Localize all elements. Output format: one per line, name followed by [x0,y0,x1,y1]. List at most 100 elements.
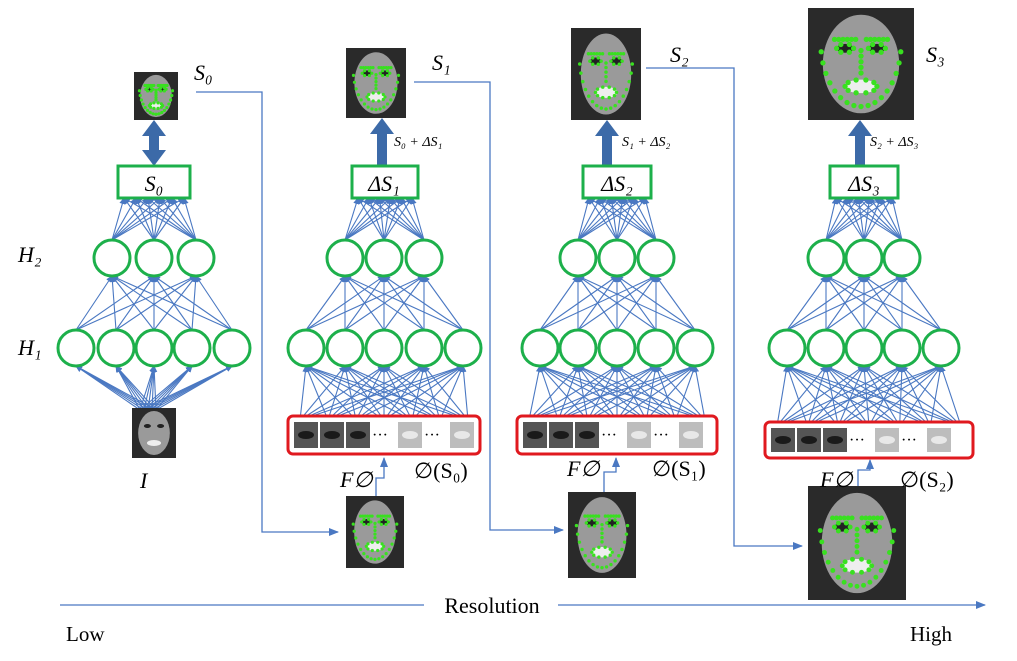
stage0-result-face-mouth [148,102,164,109]
stage2-edge-h2-0-out-4 [577,197,635,241]
stage1-edge-patch-1-h1-4 [327,365,464,421]
stage3-result-face-landmark-17 [831,36,838,43]
stage2-crop-face-mouth [591,547,613,558]
stage1-crop-face-landmark-38 [366,547,370,551]
stage3-h1-node-4 [921,328,961,368]
stage2-crop-face-landmark-49 [607,524,612,528]
stage2-edge-patch-0-h1-2 [528,365,618,421]
stage2-crop-face-landmark-37 [597,555,601,559]
stage2-result-face-landmark-14 [627,79,631,84]
network-connections [75,197,962,427]
stage1-edge-patch-4-h1-0 [305,365,413,421]
stage2-crop-face-landmark-22 [609,514,613,518]
stage3-patch-feature-1 [801,436,817,444]
stage2-crop-face-landmark-48 [587,524,591,528]
stage2-edge-patch-3-h1-4 [616,365,696,421]
stage2-patch-label: ∅(S₁) [652,456,706,481]
input-face-eye-left [143,424,151,428]
stage3-result-face-landmark-13 [889,80,895,86]
stage1-crop-face-landmark-19 [361,514,365,518]
stage2-crop-face-landmark-44 [595,521,599,525]
stage1-edge-patch-2-h1-2 [355,365,385,421]
stage2-edge-h2-0-out-5 [577,197,646,241]
stage3-crop-face-landmark-54 [843,520,849,526]
stage1-edge-patch-3-h1-0 [305,365,385,421]
stage3-crop-face-landmark-12 [878,568,884,573]
stage0-edge-h1-0-h2-2 [75,275,197,331]
stage1-output-box [350,164,420,200]
stage1-h1-node-2 [364,328,404,368]
stage2-crop-face-landmark-23 [591,514,595,518]
stage2-edge-h1-3-h2-0 [577,275,657,331]
stage2-result-face-landmark-34 [614,90,619,95]
stage1-result-face-landmark-13 [392,93,396,97]
stage2-edge-h1-2-h2-0 [577,275,618,331]
stage1-crop-face-landmark-15 [394,529,398,533]
stage1-crop-face-landmark-20 [378,514,382,518]
stage2-crop-face-landmark-52 [587,518,591,522]
stage0-result-face-landmark-43 [159,102,163,106]
low-label: Low [66,622,105,646]
stage3-crop-face-landmark-14 [887,550,892,555]
stage0-edge-h2-2-out-5 [182,197,197,241]
stage1-result-face-landmark-34 [383,95,387,99]
stage2-patch-feature-3 [631,431,647,439]
stage1-edge-patch-6-h1-2 [383,365,469,421]
stage3-result-face-landmark-7 [851,102,857,109]
stage3-result-face-landmark-39 [842,83,848,90]
stage2-crop-face-landmark-38 [592,553,596,557]
stage2-edge-patch-1-h1-2 [557,365,618,421]
stage3-crop-face-landmark-34 [869,563,875,569]
stage1-edge-h2-2-out-4 [400,197,425,241]
stage1-edge-h1-4-h2-1 [383,275,464,331]
stage0-result-face-landmark-3 [141,102,145,106]
stage2-output-box [581,164,653,200]
stage3-edge-patch-6-h1-0 [786,365,962,427]
stage2-edge-patch-6-h1-0 [539,365,706,421]
stage3-patch-feature-3 [879,436,895,444]
stage1-edge-patch-5-h1-3 [422,365,441,421]
stage2-edge-h2-1-out-3 [616,197,625,241]
stage3-result-face-landmark-31 [858,59,864,65]
stage0-edge-in-4-h1-0 [75,365,157,411]
stage0-shape-label: S₀ [194,60,213,85]
stage0-result-face-landmark-27 [152,83,156,88]
stage1-edge-patch-6-h1-0 [305,365,469,421]
stage3-crop-face-landmark-52 [835,520,841,526]
stage3-result-face-landmark-8 [858,103,864,110]
stage2-crop-face-landmark-39 [590,550,594,554]
stage2-crop-face-landmark-14 [622,540,627,544]
stage0-result-face-landmark-14 [168,98,173,102]
stage0-edge-h1-1-h2-0 [109,275,117,331]
stage2-update-arrow-head-up [595,120,619,136]
stage0-result-face-landmark-7 [151,112,155,116]
stage3-edge-h1-3-h2-0 [825,275,903,331]
stage3-edge-patch-1-h1-0 [786,365,809,427]
stage2-crop-face-landmark-42 [603,545,607,549]
stage3-result-face-landmark-49 [870,49,876,55]
stage1-edge-h2-2-out-3 [389,197,425,241]
stage1-result-face-landmark-22 [382,66,386,70]
stage3-edge-h2-2-out-0 [835,197,903,241]
stage0-edge-h2-1-out-1 [135,197,155,241]
stage1-crop-face-landmark-34 [382,544,386,549]
stage2-result-face-landmark-48 [590,62,595,67]
stage2-edge-patch-2-h1-2 [587,365,618,421]
stage2-h1-node-3 [636,328,676,368]
stage1-result-face-landmark-44 [370,71,374,75]
stage3-crop-face-landmark-15 [889,539,895,545]
stage2-edge-h1-0-h2-0 [539,275,579,331]
stage2-crop-face [568,492,636,578]
stage2-result-face-landmark-2 [581,79,585,84]
stage3-result-face-landmark-6 [844,99,850,106]
stage2-result-face-landmark-42 [607,85,611,89]
stage2-crop-face-landmark-1 [575,532,580,536]
stage1-result-face-landmark-52 [363,69,367,73]
stage1-edge-patch-6-h1-4 [460,365,469,421]
stage0-result-face-landmark-54 [149,86,153,90]
stage3-patch-feature-0 [775,436,791,444]
stage2-crop-face-skin [577,497,627,573]
stage3-edge-patch-2-h1-2 [837,365,865,427]
stage1-crop-face-landmark-18 [376,514,380,518]
stage3-result-face-landmark-54 [846,41,852,48]
